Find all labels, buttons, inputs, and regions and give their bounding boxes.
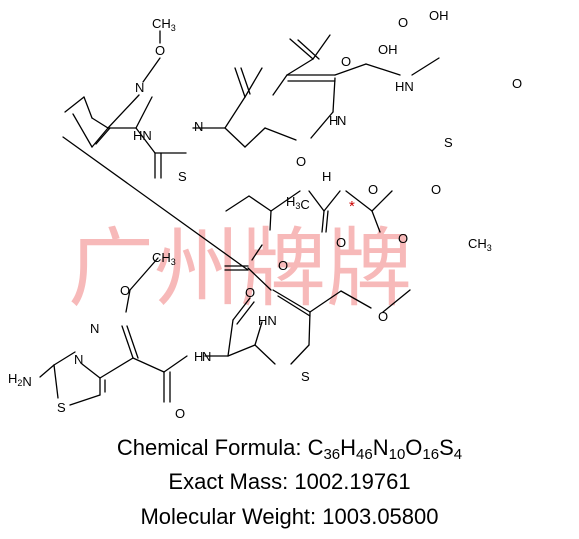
atom-n-thiazole-top: N [194,119,203,134]
atom-n-oxime-bottom: N [90,321,99,336]
atom-hn-linker: HN [133,128,152,143]
atom-o-top-methoxy: O [155,43,165,58]
exact-mass-label: Exact Mass: [168,469,295,494]
atom-o-methoxymethyl-bottom: O [378,309,388,324]
formula-element-symbol: N [372,435,389,460]
atom-o-oxime-bottom: O [120,283,130,298]
atom-o-amide-bottom: O [175,406,185,421]
formula-element-count: 4 [453,446,463,463]
atom-o-carbonate-carbonyl: O [398,231,408,246]
formula-element-symbol: O [405,435,423,460]
atom-o-carbonate-2: O [431,182,441,197]
molecular-weight-value: 1003.05800 [322,504,439,529]
formula-element-count: 16 [422,446,440,463]
atom-n-thiazole-bottom: N [74,352,83,367]
atom-hn-ring-bottom: HN [258,313,277,328]
chemical-formula: Chemical Formula: C36H46N10O16S4 [0,435,579,463]
atom-s-thiazole-top: S [178,169,187,184]
atom-s-thiazole-bottom: S [57,400,66,415]
atom-h-stereo: H [322,169,331,184]
watermark: 广州牌牌 [68,219,412,319]
atom-ch3-isopropyl: CH3 [468,236,492,253]
atom-hn-ring-top: HN [395,79,414,94]
atom-o-amide-top: O [296,154,306,169]
bond-lines [39,30,440,406]
atom-oh-acid-top-right: OH [429,8,449,23]
atom-o-ketone: O [245,285,255,300]
atom-oh-acid-mid: OH [378,42,398,57]
formula-element-symbol: C [307,435,324,460]
atom-ch3-oxime-bottom: CH3 [152,250,176,267]
formula-element-count: 46 [356,446,373,463]
atom-h3c-ester: H3C [286,194,310,212]
atom-ch3-top: CH3 [152,16,176,33]
atom-o-acid-mid: O [341,54,351,69]
formula-element-count: 36 [323,446,341,463]
atom-o-ester-link: O [336,235,346,250]
exact-mass-value: 1002.19761 [294,469,411,494]
atom-s-ring-bottom: S [301,369,310,384]
molecular-weight: Molecular Weight: 1003.05800 [0,506,579,528]
atom-h-amide-top: H [329,113,338,128]
chemical-formula-label: Chemical Formula: [116,435,308,460]
formula-element-symbol: H [340,435,357,460]
atom-o-acid-top-right: O [398,15,408,30]
exact-mass: Exact Mass: 1002.19761 [0,471,579,493]
molecular-weight-label: Molecular Weight: [140,504,323,529]
atom-h2n: H2N [8,371,32,389]
formula-element-count: 10 [388,446,406,463]
formula-element-symbol: S [439,435,454,460]
atom-h-amide-bottom: H [194,349,203,364]
atom-labels: CH3 O N OH O OH O HN O HN N S H N O S H … [8,8,522,421]
atom-n-oxime-top: N [135,80,144,95]
chemical-structure-diagram: 广州牌牌 [8,8,522,421]
stereo-center-marker: * [349,198,355,215]
atom-n-amide-top: N [337,113,346,128]
atom-s-ring-top: S [444,135,453,150]
atom-o-carbonate-1: O [368,182,378,197]
atom-o-ester-carbonyl: O [278,258,288,273]
chemical-formula-value: C36H46N10O16S4 [307,435,463,463]
atom-n-amide-bottom: N [202,349,211,364]
atom-o-methoxymethyl-top: O [512,76,522,91]
